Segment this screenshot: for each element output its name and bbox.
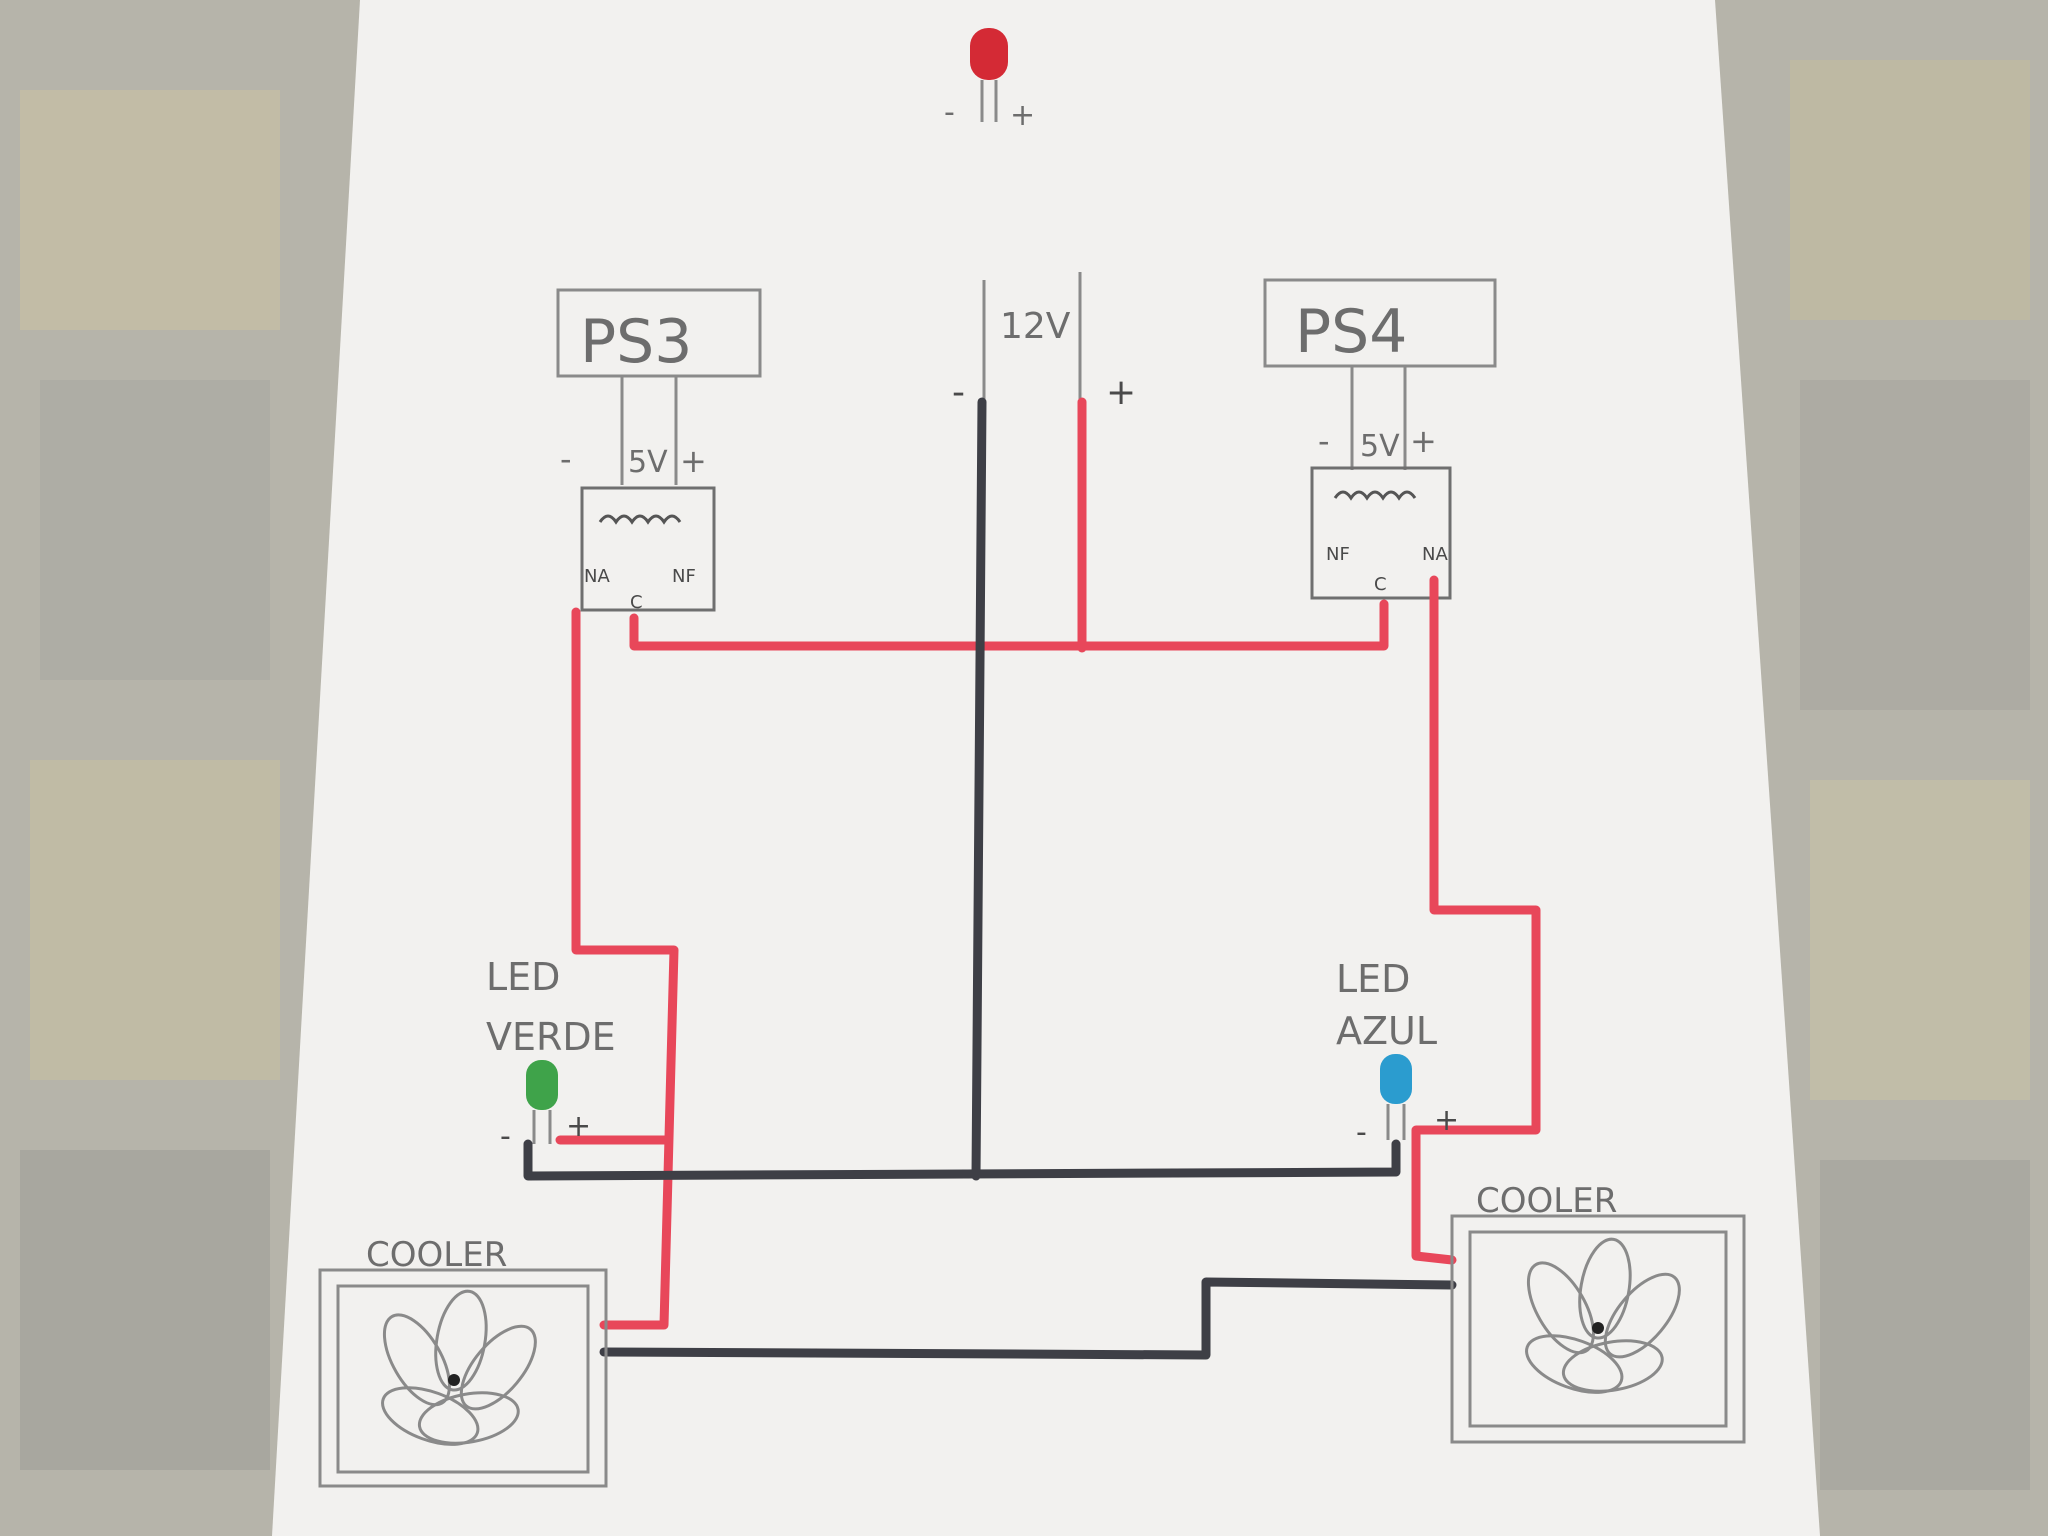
ps4-module: PS4 [1263,278,1497,470]
relay-left-pin-nf: NF [672,566,696,587]
positive-wires [555,397,1541,1330]
fan-icon [1525,1237,1681,1394]
relay-right-pin-na: NA [1422,544,1448,565]
cooler-right-label: COOLER [1476,1181,1617,1221]
ps4-label: PS4 [1295,297,1407,367]
led-blue-plus: + [1434,1103,1459,1138]
wire-right-na-to-cooler [1411,575,1541,1265]
led-blue: LED AZUL - + [1336,957,1459,1150]
negative-wires [523,397,1457,1360]
supply-minus: - [952,372,965,413]
wire-left-na-to-cooler [571,607,679,1330]
relay-right-pin-nf: NF [1326,544,1350,565]
relay-left-voltage: 5V [628,445,668,480]
ps3-label: PS3 [580,307,692,377]
relay-left-pin-c: C [630,592,643,613]
wire-cooler-ground [599,1277,1457,1360]
led-top-minus: - [944,95,955,130]
cooler-left-label: COOLER [366,1235,507,1275]
relay-right-voltage: 5V [1360,429,1400,464]
cooler-right: COOLER [1450,1181,1746,1444]
paper-sheet [272,0,1820,1536]
relay-left-pin-na: NA [584,566,610,587]
supply-12v: 12V - + [952,272,1136,413]
wire-12v-negative [971,397,987,1181]
led-blue-label-line2: AZUL [1336,1009,1437,1053]
led-green-minus: - [500,1119,511,1154]
wire-ground-bus [523,1139,1401,1181]
supply-plus: + [1106,372,1136,413]
relay-left-minus: - [560,440,572,478]
supply-voltage-label: 12V [1000,306,1071,347]
relay-right-pin-c: C [1374,574,1387,595]
led-blue-minus: - [1356,1115,1367,1150]
led-top-red: - + [944,28,1035,133]
relay-right-minus: - [1318,422,1330,460]
relay-right-plus: + [1410,422,1437,460]
led-green-plus: + [566,1109,591,1144]
relay-left: - 5V + NA C NF [560,440,716,613]
fan-icon [381,1289,537,1446]
cooler-left: COOLER [318,1235,608,1488]
relay-right: - 5V + NF C NA [1310,422,1452,600]
led-blue-label-line1: LED [1336,957,1410,1001]
led-green: LED VERDE - + [486,955,616,1154]
wire-common-bus [629,599,1389,651]
led-top-plus: + [1010,98,1035,133]
led-green-label-line2: VERDE [486,1015,616,1059]
relay-left-plus: + [680,442,707,480]
ps3-module: PS3 [556,288,762,485]
led-green-label-line1: LED [486,955,560,999]
